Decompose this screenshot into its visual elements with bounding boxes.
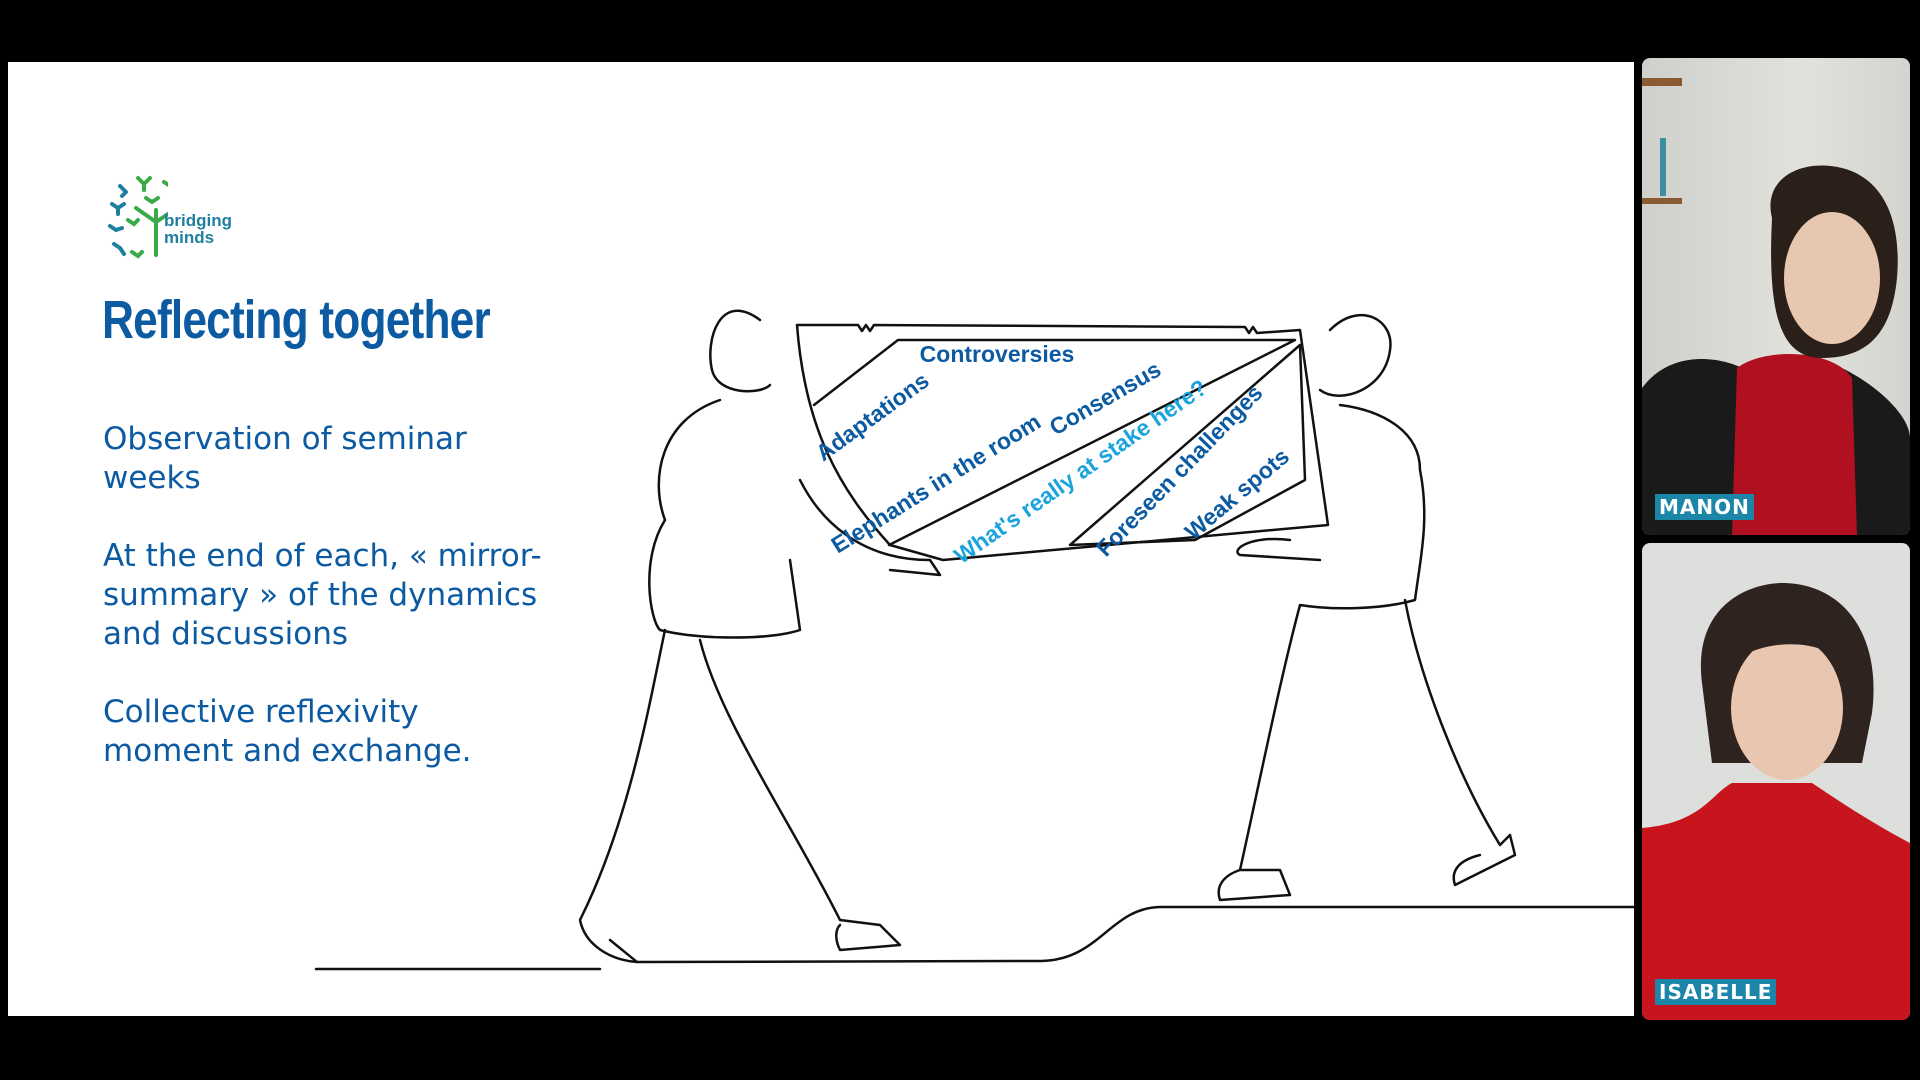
video-tile-manon[interactable]: MANON (1642, 58, 1910, 535)
line-drawing-illustration: Controversies Adaptations Consensus Elep… (314, 309, 1634, 971)
participant-video (1642, 583, 1910, 1020)
left-person (578, 309, 942, 964)
logo-text-line1: bridging (164, 211, 232, 230)
slide-title: Reflecting together (102, 290, 491, 350)
board-outline (795, 323, 1330, 562)
participant-name-label: ISABELLE (1655, 979, 1777, 1005)
right-person (1217, 313, 1517, 902)
bullet-item: At the end of each, « mirror-summary » o… (103, 538, 542, 652)
bullet-item: Collective reflexivity moment and exchan… (103, 694, 472, 769)
logo-text-line2: minds (164, 228, 215, 247)
participant-video (1642, 78, 1910, 535)
bridging-minds-logo: bridging minds (108, 170, 238, 260)
bullet-list: Observation of seminar weeks At the end … (103, 420, 543, 810)
participant-name-label: MANON (1655, 494, 1754, 520)
video-tile-isabelle[interactable]: ISABELLE (1642, 543, 1910, 1020)
bullet-item: Observation of seminar weeks (103, 421, 467, 496)
board-word: Controversies (920, 341, 1075, 367)
presentation-slide: bridging minds Reflecting together Obser… (8, 62, 1634, 1016)
board-word: Adaptations (811, 367, 934, 466)
ground-line (314, 905, 1634, 971)
